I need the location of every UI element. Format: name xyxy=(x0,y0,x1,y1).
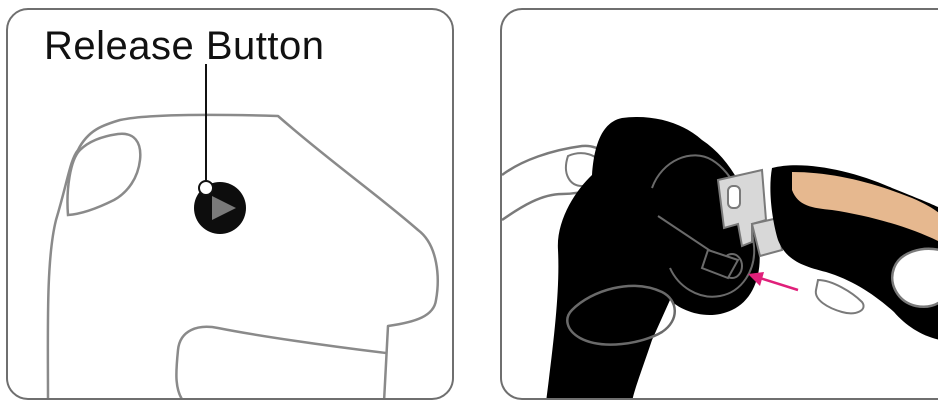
callout-dot xyxy=(199,181,213,195)
device-outline-drawing xyxy=(8,10,454,400)
insert-arrow-icon xyxy=(748,272,798,290)
insertion-drawing xyxy=(502,10,938,400)
right-finger-tip-outline xyxy=(816,280,864,313)
insertion-panel xyxy=(500,8,938,400)
release-button-panel: Release Button xyxy=(6,8,454,400)
